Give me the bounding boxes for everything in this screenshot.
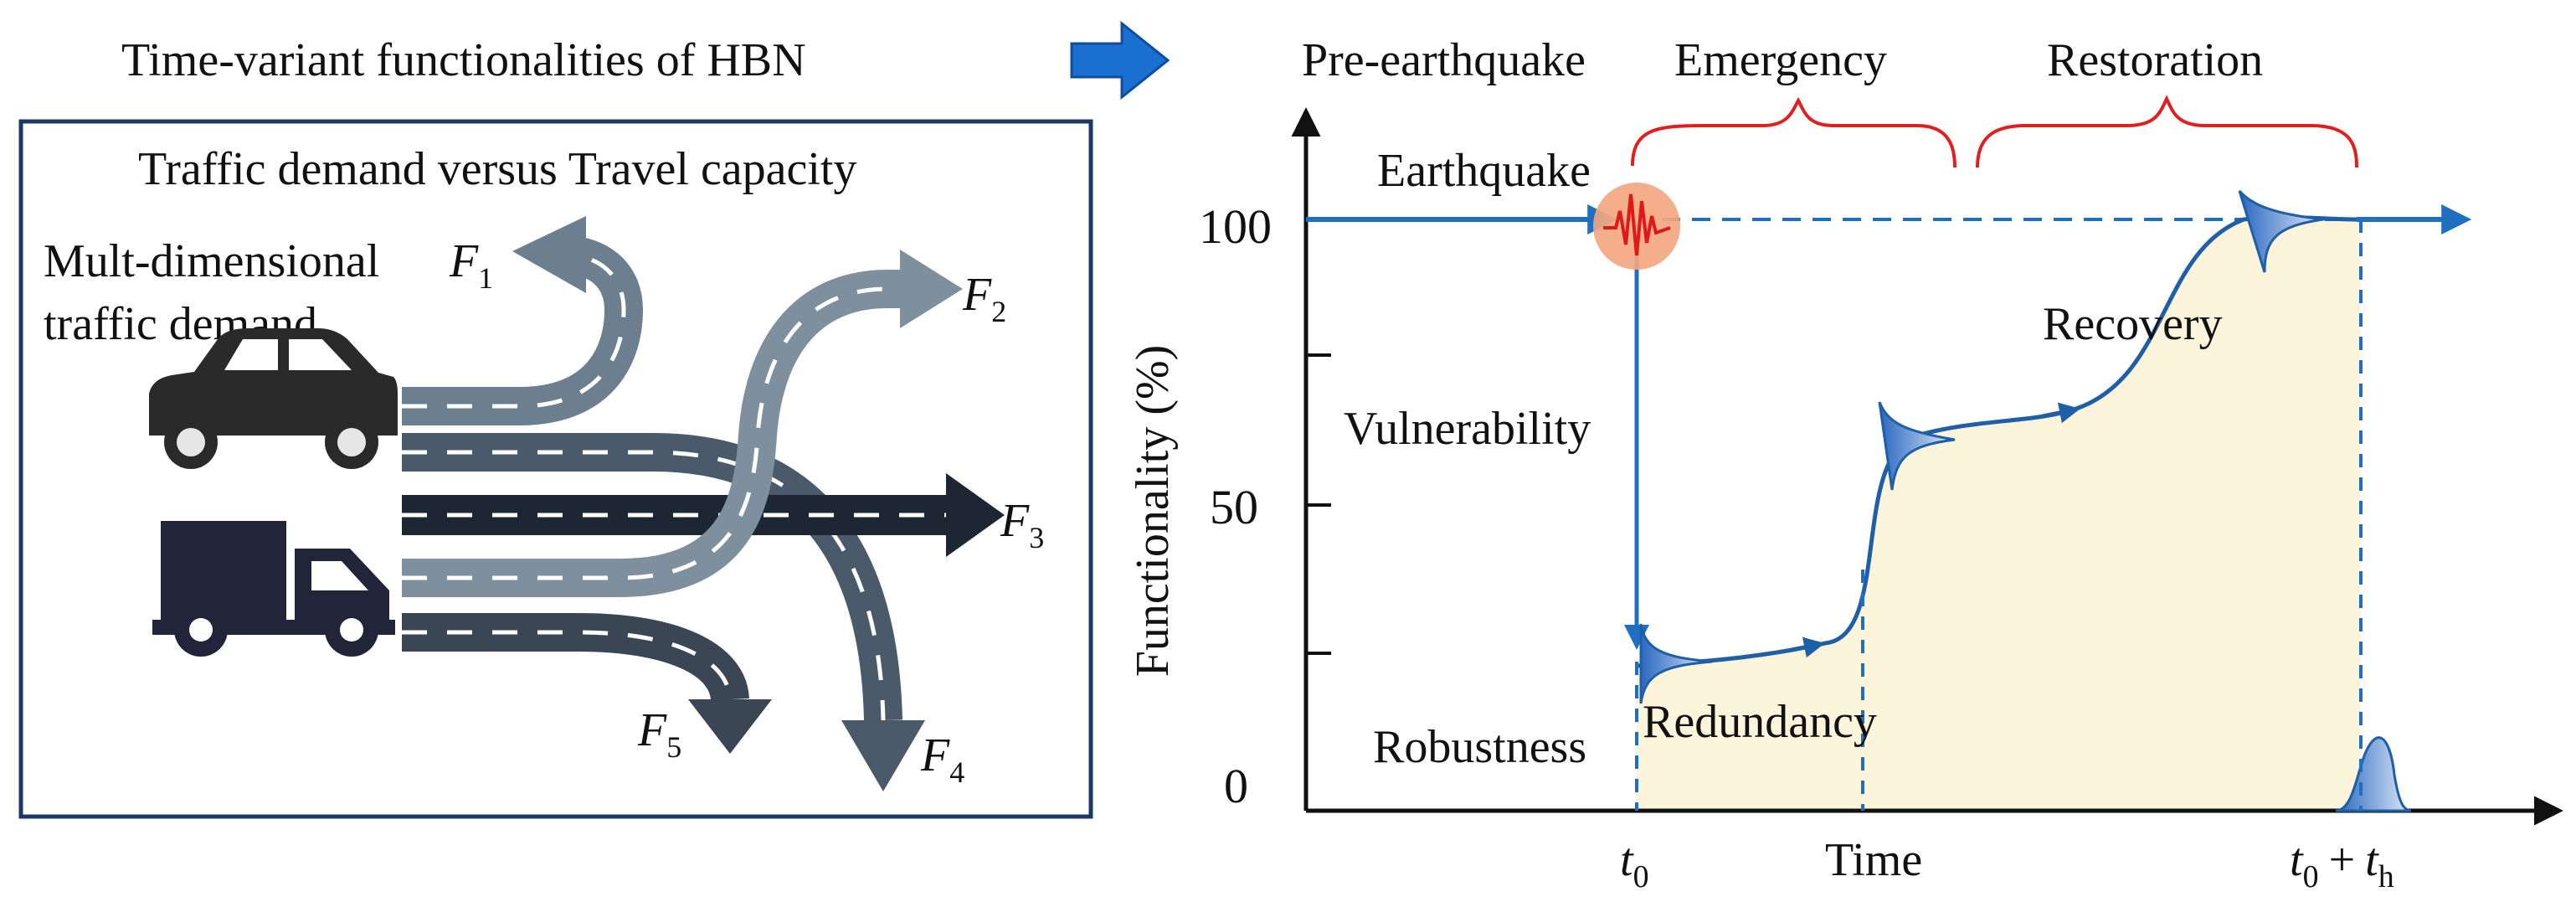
annotation-vulnerability: Vulnerability	[1344, 403, 1591, 455]
y-tick-label-50: 50	[1210, 480, 1258, 534]
flow-label-f2: F2	[962, 269, 1006, 328]
truck-icon	[152, 521, 395, 657]
uncertainty-bell-2	[1878, 401, 1956, 491]
left-heading: Time-variant functionalities of HBN	[121, 34, 806, 86]
resilience-fill-area	[1637, 216, 2361, 811]
curve-arrow-2	[2042, 402, 2080, 424]
flow-arrowhead-f5	[688, 699, 772, 754]
car-icon	[149, 328, 398, 469]
flow-road-f1	[402, 216, 644, 425]
flow-roads	[402, 216, 1005, 791]
restoration-brace	[1976, 95, 2358, 168]
flow-arrowhead-f1	[512, 216, 586, 293]
flow-label-f3: F3	[1000, 495, 1044, 554]
emergency-brace	[1631, 96, 1956, 168]
flow-road-f5	[402, 613, 772, 754]
uncertainty-bell-1	[1639, 623, 1713, 704]
flow-arrowhead-f4	[841, 720, 925, 791]
earthquake-label: Earthquake	[1377, 145, 1591, 197]
demand-label-line1: Mult-dimensional	[44, 235, 379, 287]
phase-restoration: Restoration	[2047, 34, 2263, 86]
flow-label-f1: F1	[449, 235, 493, 295]
annotation-redundancy: Redundancy	[1643, 696, 1877, 748]
t0-label: t0	[1620, 834, 1649, 894]
flow-road-f3	[402, 473, 1005, 557]
box-title: Traffic demand versus Travel capacity	[138, 143, 856, 195]
flow-label-f5: F5	[637, 704, 681, 764]
phase-pre-earthquake: Pre-earthquake	[1302, 34, 1586, 86]
flow-arrowhead-f3	[946, 473, 1005, 557]
uncertainty-bell-axis	[2335, 736, 2412, 812]
y-tick-label-0: 0	[1224, 759, 1248, 813]
uncertainty-bell-3	[2238, 190, 2324, 273]
curve-arrow-1	[1791, 637, 1825, 658]
transition-arrow-icon	[1070, 20, 1170, 101]
flow-arrowhead-f2	[900, 250, 963, 328]
y-tick-label-100: 100	[1199, 199, 1272, 254]
flow-label-f4: F4	[920, 729, 964, 789]
flow-road-f2	[402, 250, 963, 597]
y-axis-label: Functionality (%)	[1127, 345, 1179, 678]
annotation-robustness: Robustness	[1373, 721, 1586, 773]
annotation-recovery: Recovery	[2043, 298, 2223, 350]
earthquake-icon	[1593, 183, 1680, 270]
phase-emergency: Emergency	[1674, 34, 1887, 86]
x-axis-label: Time	[1825, 834, 1922, 886]
t0-plus-th-label: t0+th	[2290, 834, 2394, 894]
